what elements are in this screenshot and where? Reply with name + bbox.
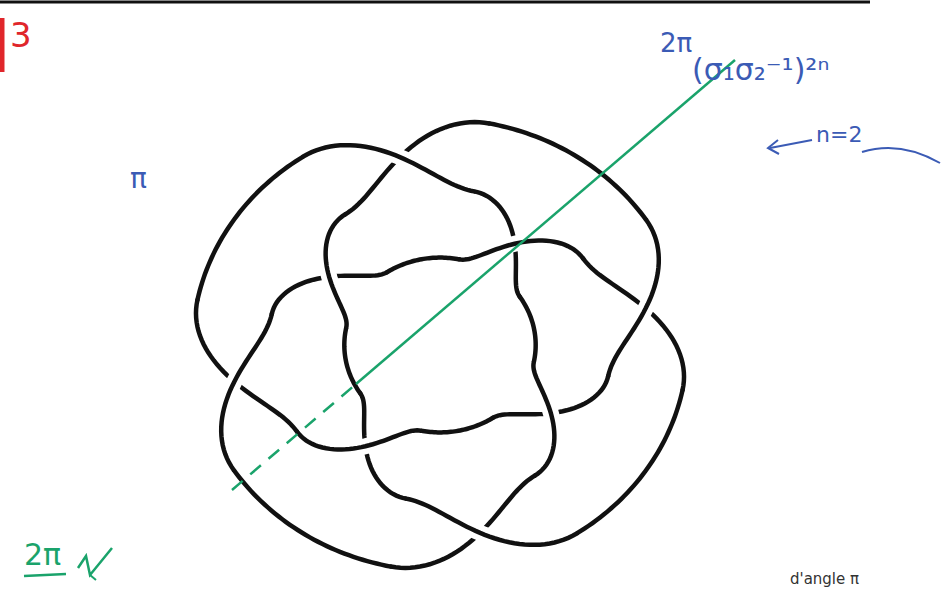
red-margin-bar bbox=[0, 18, 5, 72]
top-rule bbox=[0, 1, 870, 4]
check-mark bbox=[78, 548, 112, 575]
knot-drawing bbox=[196, 122, 684, 568]
knot-strand bbox=[489, 123, 646, 220]
arrow-head bbox=[768, 140, 779, 154]
knot-strand bbox=[406, 499, 577, 545]
angle-label: 2π bbox=[660, 30, 692, 56]
blue-stroke bbox=[862, 148, 940, 163]
parameter-note: n=2 bbox=[816, 124, 862, 146]
fraction-bar bbox=[24, 574, 66, 576]
angle-label: π bbox=[130, 165, 147, 193]
check-tail bbox=[90, 575, 96, 580]
knot-strand bbox=[197, 157, 303, 301]
knot-strand bbox=[326, 214, 347, 327]
knot-strand bbox=[421, 418, 493, 433]
note-text: d'angle π bbox=[790, 572, 859, 587]
rotation-axis bbox=[356, 60, 735, 384]
crossing-gap bbox=[297, 430, 421, 449]
crossing-gap bbox=[406, 499, 577, 545]
crossing-gap bbox=[608, 220, 659, 376]
knot-strand bbox=[221, 314, 272, 470]
crossing-gap bbox=[533, 362, 554, 475]
knot-strand bbox=[234, 470, 391, 567]
page-number: 3 bbox=[10, 18, 32, 52]
knot-strand bbox=[387, 258, 459, 273]
knot-strand bbox=[577, 390, 683, 534]
knot-strand bbox=[533, 362, 554, 475]
crossing-gap bbox=[303, 145, 474, 191]
knot-strand bbox=[608, 220, 659, 376]
axis-dashed bbox=[232, 384, 356, 490]
crossing-gap bbox=[326, 214, 347, 327]
crossing-gap bbox=[221, 314, 272, 470]
braid-word: (σ₁σ₂⁻¹)²ⁿ bbox=[692, 55, 829, 85]
angle-label: 2π bbox=[24, 540, 61, 570]
knot-strand bbox=[520, 297, 536, 363]
knot-strand bbox=[303, 145, 474, 191]
knot-strand bbox=[297, 430, 421, 449]
